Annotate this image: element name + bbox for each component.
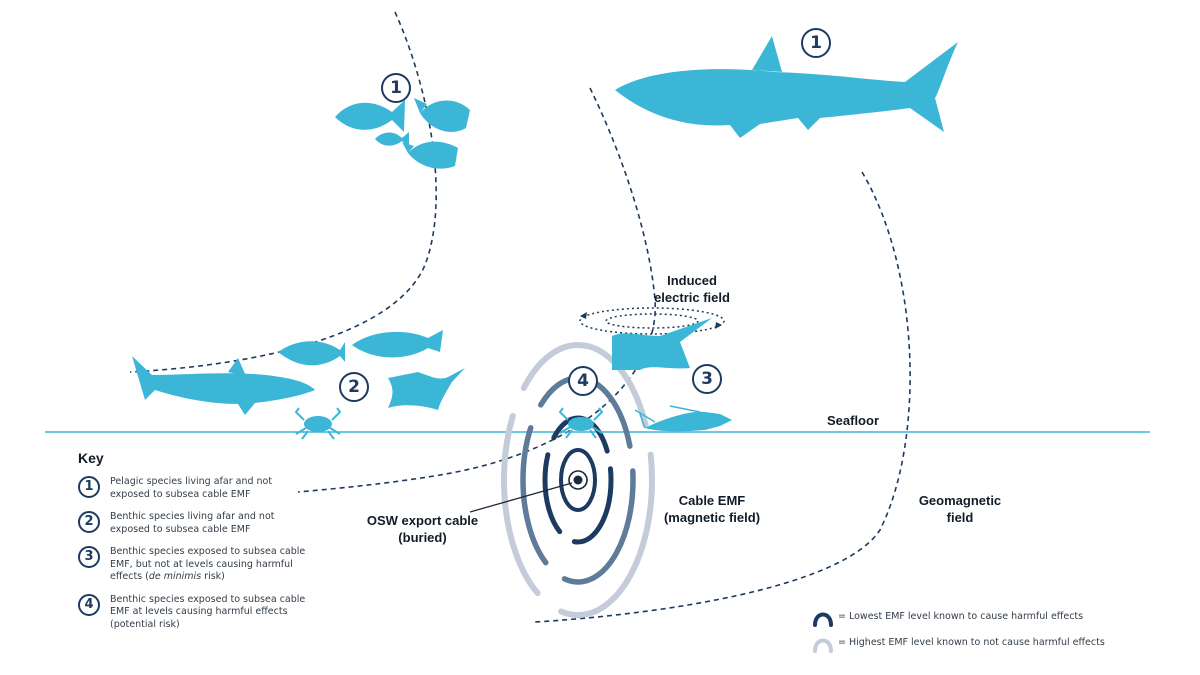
badge-fish-school: 1: [381, 73, 411, 103]
geomagnetic-label: Geomagnetic field: [918, 493, 1002, 525]
key-badge-4: 4: [78, 593, 100, 616]
crab-afar-icon: [294, 407, 342, 440]
emf-ring-outer: [501, 342, 655, 618]
legend-highest-text: = Highest EMF level known to not cause h…: [838, 637, 1105, 648]
field-line-left: [129, 11, 437, 373]
ray-exposed-icon: [612, 318, 712, 370]
induced-field-loop-outer: [579, 307, 725, 335]
shark-pelagic-icon: [615, 36, 958, 138]
legend-lowest-text: = Lowest EMF level known to cause harmfu…: [838, 611, 1084, 622]
key-text-2: Benthic species living afar and not expo…: [110, 511, 275, 535]
legend-row-lowest: = Lowest EMF level known to cause harmfu…: [812, 605, 1132, 631]
cable-leader-line: [469, 482, 573, 513]
lowest-arc-icon: [813, 612, 833, 627]
key-text-1: Pelagic species living afar and not expo…: [110, 476, 273, 500]
seafloor-label: Seafloor: [826, 413, 879, 428]
legend-row-highest: = Highest EMF level known to not cause h…: [812, 631, 1132, 657]
fish-school-icon: [335, 98, 470, 169]
key-badge-1: 1: [78, 476, 100, 498]
benthic-fish-icon: [278, 330, 443, 366]
key-title: Key: [78, 450, 104, 466]
key-item-1: 1 Pelagic species living afar and not ex…: [78, 476, 308, 501]
badge-ray: 3: [692, 364, 722, 394]
stingray-benthic-icon: [388, 368, 465, 410]
crab-cable-icon: [558, 407, 604, 439]
field-line-center: [297, 87, 656, 493]
shark-benthic-icon: [132, 356, 315, 415]
emf-legend: = Lowest EMF level known to cause harmfu…: [812, 605, 1132, 657]
lobster-icon: [634, 405, 732, 432]
emf-ring-inner-1: [559, 448, 597, 512]
badge-cable-zone: 4: [568, 366, 598, 396]
badge-benthic: 2: [339, 372, 369, 402]
key-panel: Key 1 Pelagic species living afar and no…: [78, 450, 308, 631]
key-text-3: Benthic species exposed to subsea cable …: [110, 546, 308, 584]
key-text-3-em: de minimis: [148, 571, 202, 582]
field-line-right: [534, 171, 911, 623]
key-badge-3: 3: [78, 546, 100, 568]
key-text-3-a: Benthic species exposed to subsea cable …: [110, 546, 306, 582]
key-item-2: 2 Benthic species living afar and not ex…: [78, 511, 308, 536]
induced-field-label: Induced electric field: [654, 273, 730, 305]
key-badge-2: 2: [78, 511, 100, 533]
cable-label: OSW export cable (buried): [366, 513, 479, 545]
key-text-4: Benthic species exposed to subsea cable …: [110, 593, 306, 630]
key-item-3: 3 Benthic species exposed to subsea cabl…: [78, 546, 308, 584]
cable-emf-label: Cable EMF (magnetic field): [663, 493, 761, 525]
induced-field-loop-inner: [605, 313, 699, 329]
badge-shark-top: 1: [801, 28, 831, 58]
key-item-4: 4 Benthic species exposed to subsea cabl…: [78, 593, 308, 632]
key-text-3-b: risk): [201, 571, 225, 582]
highest-arc-icon: [813, 638, 833, 653]
